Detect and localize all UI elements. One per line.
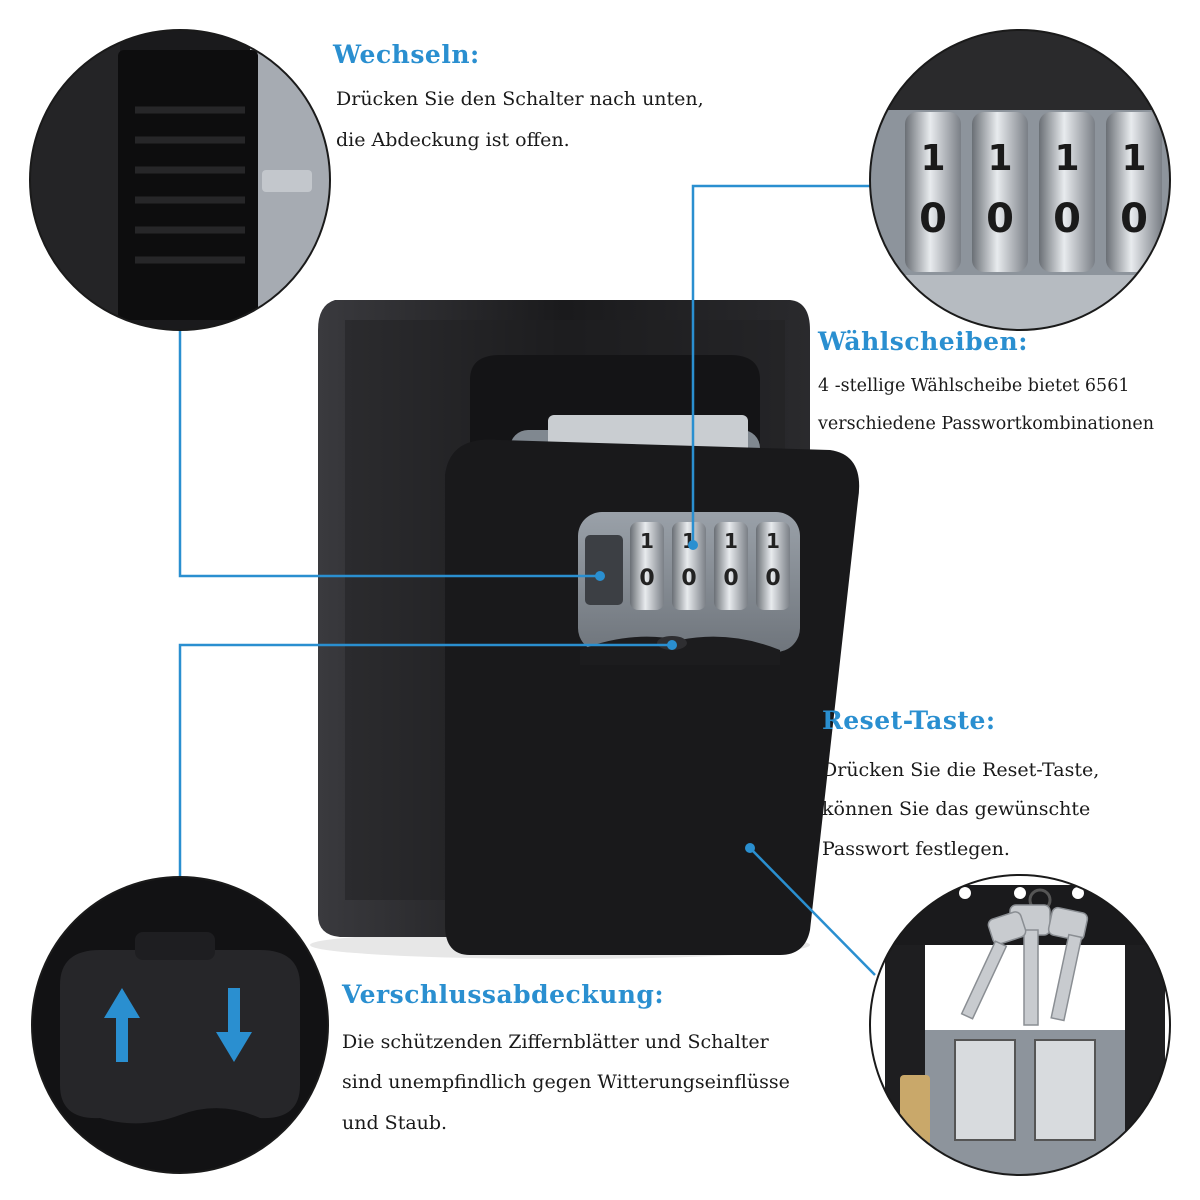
- switch-desc-line: die Abdeckung ist offen.: [336, 129, 570, 151]
- switch-title: Wechseln:: [333, 40, 480, 69]
- dial-middle-digit: 0: [986, 196, 1014, 242]
- dial-middle-digit: 0: [723, 566, 738, 591]
- dial-middle-digit: 0: [765, 566, 780, 591]
- cover-desc-line: sind unempfindlich gegen Witterungseinfl…: [342, 1071, 790, 1093]
- dial-middle-digit: 0: [1053, 196, 1081, 242]
- dial-wheel: [972, 112, 1028, 272]
- dial-wheel: [1039, 112, 1095, 272]
- arrow-up-icon: [104, 988, 140, 1062]
- dial-middle-digit: 0: [919, 196, 947, 242]
- reset-desc-line: Passwort festlegen.: [822, 838, 1010, 860]
- dial-top-digit: 1: [766, 529, 780, 553]
- dial-middle-digit: 0: [681, 566, 696, 591]
- dial-top-digit: 1: [724, 529, 738, 553]
- arrow-down-icon: [216, 988, 252, 1062]
- reset-desc-line: Drücken Sie die Reset-Taste,: [822, 759, 1100, 781]
- switch-desc-line: Drücken Sie den Schalter nach unten,: [336, 88, 704, 110]
- dial-wheel: [756, 522, 790, 610]
- dial-wheel: [1106, 112, 1162, 272]
- dial-wheel: [714, 522, 748, 610]
- dial-wheel: [905, 112, 961, 272]
- dial-middle-digit: 0: [639, 566, 654, 591]
- dial-middle-digit: 0: [1120, 196, 1148, 242]
- dials-closeup: 1 1 1 1 0 0 0 0: [870, 30, 1170, 330]
- dials-desc-line: verschiedene Passwortkombinationen: [818, 414, 1154, 434]
- cover-title: Verschlussabdeckung:: [342, 980, 665, 1009]
- reset-title: Reset-Taste:: [822, 706, 996, 735]
- dial-top-digit: 1: [640, 529, 654, 553]
- dials-title: Wählscheiben:: [818, 327, 1028, 356]
- cover-desc-line: Die schützenden Ziffernblätter und Schal…: [342, 1031, 769, 1053]
- keys: [960, 888, 1089, 1026]
- cover-desc-line: und Staub.: [342, 1112, 448, 1134]
- connector-lines: [178, 184, 876, 976]
- dial-top-digit: 1: [987, 138, 1012, 179]
- key-box: 1 1 1 1 0 0 0 0: [310, 300, 860, 959]
- connector-dots: [595, 540, 755, 853]
- reset-desc-line: können Sie das gewünschte: [822, 798, 1091, 820]
- dial-top-digit: 1: [1054, 138, 1079, 179]
- dial-top-digit: 1: [920, 138, 945, 179]
- inside-closeup: [870, 875, 1170, 1175]
- cover-closeup: [32, 877, 328, 1173]
- dial-wheel: [630, 522, 664, 610]
- switch-closeup: [30, 30, 330, 330]
- dials-desc-line: 4 -stellige Wählscheibe bietet 6561: [818, 376, 1130, 396]
- dial-top-digit: 1: [1121, 138, 1146, 179]
